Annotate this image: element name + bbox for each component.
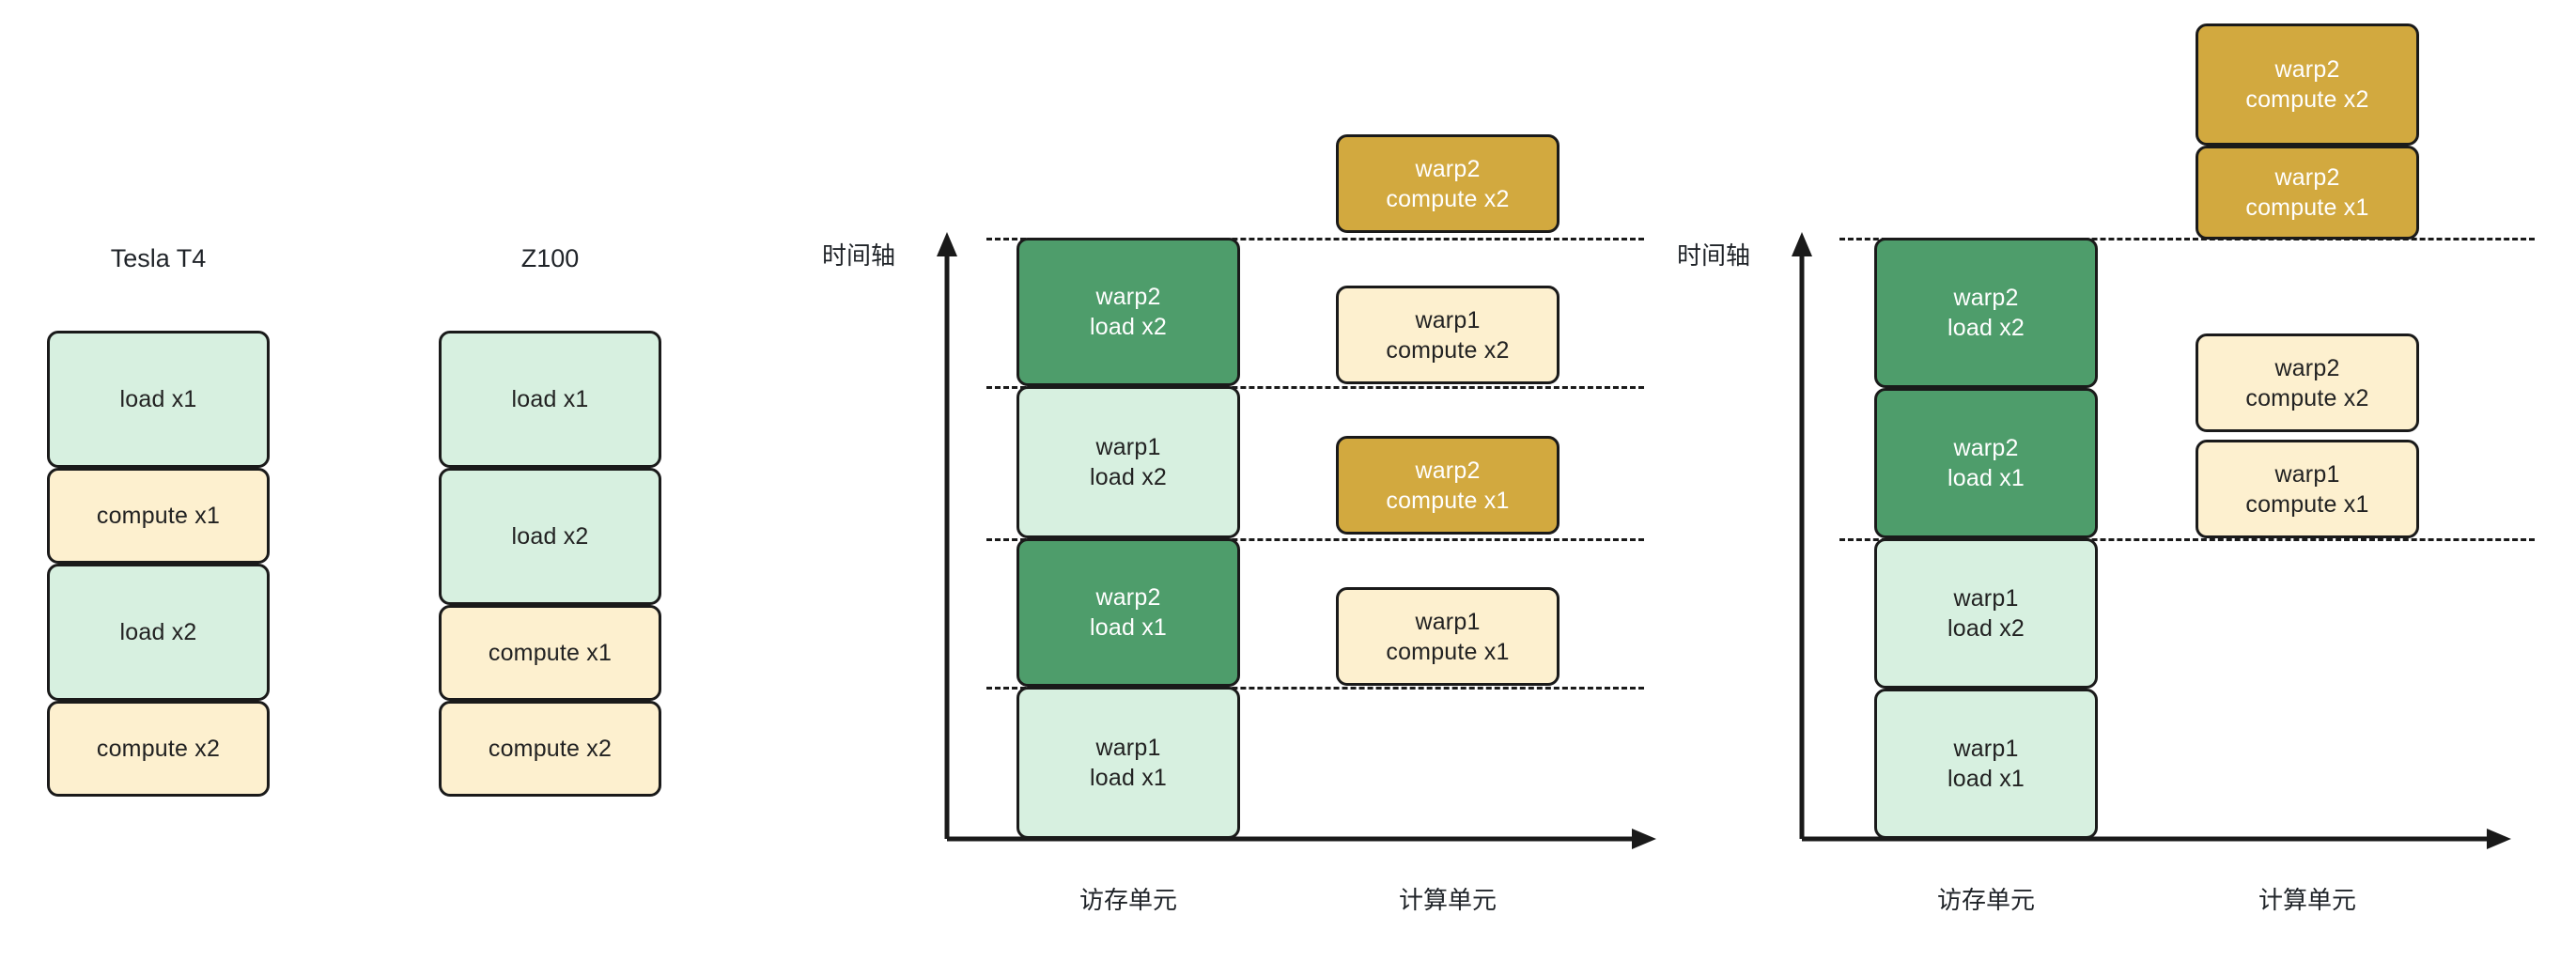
z100-block-compute-x1: compute x1 [439, 605, 661, 701]
z100-block-load-x1: load x1 [439, 331, 661, 468]
block-line-1: warp1 [1095, 735, 1161, 761]
middle-y-axis-label: 时间轴 [822, 241, 896, 270]
block-line-1: warp2 [1095, 284, 1161, 310]
block-line-1: warp2 [1095, 584, 1161, 611]
tesla-block-load-x2: load x2 [47, 564, 270, 701]
middle-x-label-memory: 访存单元 [1079, 886, 1177, 914]
right-divider-2 [1839, 538, 2535, 541]
right-compute-block-2: warp2 compute x1 [2196, 146, 2419, 240]
right-compute-block-3: warp2 compute x2 [2196, 333, 2419, 432]
block-label: load x2 [511, 523, 589, 550]
block-line-1: warp2 [2274, 354, 2340, 381]
block-line-1: warp1 [1415, 306, 1481, 333]
block-line-1: warp2 [1953, 435, 2019, 461]
block-line-1: warp1 [2274, 460, 2340, 488]
z100-block-load-x2: load x2 [439, 468, 661, 605]
block-line-1: warp1 [1095, 434, 1161, 460]
block-line-2: compute x1 [1386, 487, 1510, 514]
block-line-1: warp2 [1415, 155, 1481, 182]
block-line-2: load x1 [1947, 766, 2025, 792]
middle-compute-block-1: warp2 compute x2 [1336, 134, 1560, 233]
block-line-2: compute x1 [1386, 638, 1510, 665]
block-line-1: warp2 [1415, 457, 1481, 484]
block-line-1: warp2 [1953, 285, 2019, 311]
block-label: compute x1 [96, 503, 221, 529]
middle-memory-block-1: warp2 load x2 [1016, 238, 1240, 386]
block-line-2: load x1 [1947, 465, 2025, 491]
right-memory-block-3: warp1 load x2 [1874, 538, 2098, 689]
block-line-1: warp1 [1415, 608, 1481, 635]
middle-compute-block-4: warp1 compute x1 [1336, 587, 1560, 686]
block-label: load x1 [119, 386, 197, 412]
block-line-2: compute x1 [2245, 490, 2369, 518]
block-line-2: compute x2 [1386, 185, 1510, 212]
panel-title-z100: Z100 [520, 244, 580, 272]
middle-compute-block-3: warp2 compute x1 [1336, 436, 1560, 535]
right-divider-1 [1839, 238, 2535, 240]
right-x-label-memory: 访存单元 [1936, 886, 2035, 914]
block-line-2: load x2 [1947, 615, 2025, 642]
middle-divider-1 [986, 238, 1644, 240]
middle-divider-3 [986, 538, 1644, 541]
block-line-2: compute x2 [2245, 384, 2369, 411]
middle-x-label-compute: 计算单元 [1398, 886, 1497, 914]
right-y-axis-label: 时间轴 [1677, 241, 1751, 270]
z100-block-compute-x2: compute x2 [439, 701, 661, 797]
block-line-2: compute x2 [2245, 86, 2369, 113]
right-memory-block-2: warp2 load x1 [1874, 388, 2098, 538]
block-line-2: compute x1 [2245, 194, 2369, 221]
block-label: compute x1 [488, 640, 613, 666]
middle-memory-block-3: warp2 load x1 [1016, 538, 1240, 687]
block-line-2: load x1 [1089, 765, 1167, 791]
middle-divider-2 [986, 386, 1644, 389]
tesla-block-load-x1: load x1 [47, 331, 270, 468]
block-line-2: load x2 [1089, 314, 1167, 340]
block-line-1: warp1 [1953, 736, 2019, 762]
block-line-1: warp2 [2274, 56, 2340, 83]
block-label: compute x2 [488, 736, 613, 762]
panel-title-tesla-t4: Tesla T4 [110, 244, 207, 272]
block-label: compute x2 [96, 736, 221, 762]
middle-memory-block-4: warp1 load x1 [1016, 687, 1240, 839]
block-label: load x2 [119, 619, 197, 645]
right-compute-block-1: warp2 compute x2 [2196, 23, 2419, 146]
tesla-block-compute-x1: compute x1 [47, 468, 270, 564]
block-line-1: warp1 [1953, 585, 2019, 612]
right-x-label-compute: 计算单元 [2258, 886, 2356, 914]
middle-memory-block-2: warp1 load x2 [1016, 386, 1240, 538]
block-line-2: load x2 [1089, 464, 1167, 490]
middle-compute-block-2: warp1 compute x2 [1336, 286, 1560, 384]
block-line-1: warp2 [2274, 164, 2340, 191]
right-axes [1792, 232, 2511, 849]
middle-axes [937, 232, 1656, 849]
right-memory-block-1: warp2 load x2 [1874, 238, 2098, 388]
right-memory-block-4: warp1 load x1 [1874, 689, 2098, 839]
right-compute-block-4: warp1 compute x1 [2196, 440, 2419, 538]
tesla-block-compute-x2: compute x2 [47, 701, 270, 797]
middle-divider-4 [986, 687, 1644, 690]
block-line-2: load x1 [1089, 614, 1167, 641]
block-label: load x1 [511, 386, 589, 412]
block-line-2: load x2 [1947, 315, 2025, 341]
block-line-2: compute x2 [1386, 336, 1510, 364]
